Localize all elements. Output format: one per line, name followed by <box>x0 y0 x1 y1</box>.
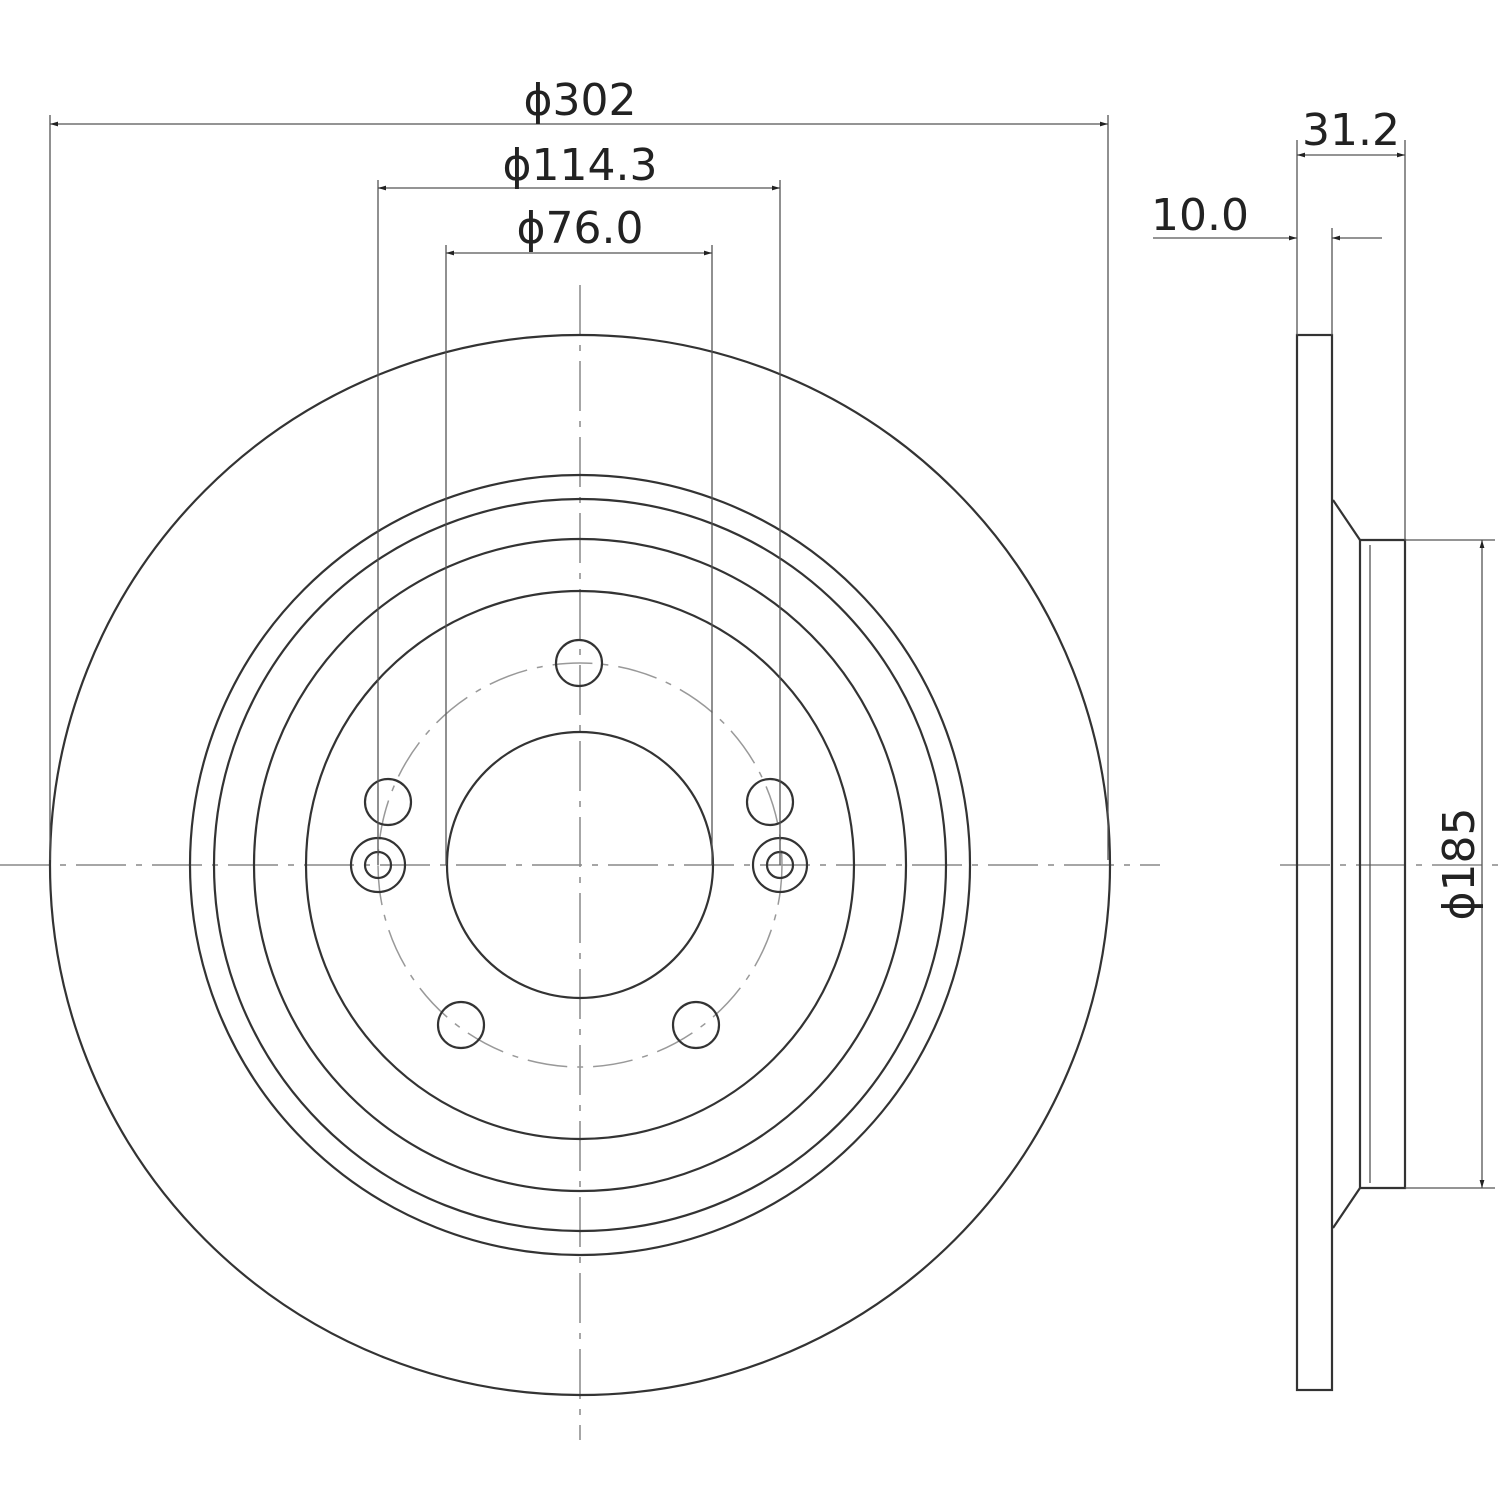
label-outer-diameter: ϕ302 <box>523 75 636 126</box>
label-disc-thickness: 10.0 <box>1151 190 1249 241</box>
bolt-hole <box>436 1000 486 1050</box>
label-center-bore: ϕ76.0 <box>517 203 644 254</box>
hat-face <box>304 589 856 1141</box>
disc-plate-section <box>1295 333 1334 1392</box>
label-total-height: 31.2 <box>1302 105 1400 156</box>
hat-step <box>252 537 908 1193</box>
bolt-hole <box>554 638 604 688</box>
side-view: 31.2 10.0 ϕ185 <box>1151 105 1500 1392</box>
bolt-hole <box>363 777 413 827</box>
bolt-circle <box>377 662 783 1068</box>
hat-section <box>1332 499 1407 1229</box>
outer-rim <box>48 333 1112 1397</box>
center-bore <box>445 730 715 1000</box>
bolt-hole <box>745 777 795 827</box>
label-bolt-circle: ϕ114.3 <box>503 140 658 191</box>
friction-ring-inner <box>188 473 972 1257</box>
bolt-holes <box>363 638 795 1050</box>
hat-outer-edge <box>212 497 948 1233</box>
bolt-hole <box>671 1000 721 1050</box>
label-hat-diameter: ϕ185 <box>1434 807 1485 920</box>
front-view: ϕ302 ϕ114.3 ϕ76.0 <box>0 75 1160 1440</box>
